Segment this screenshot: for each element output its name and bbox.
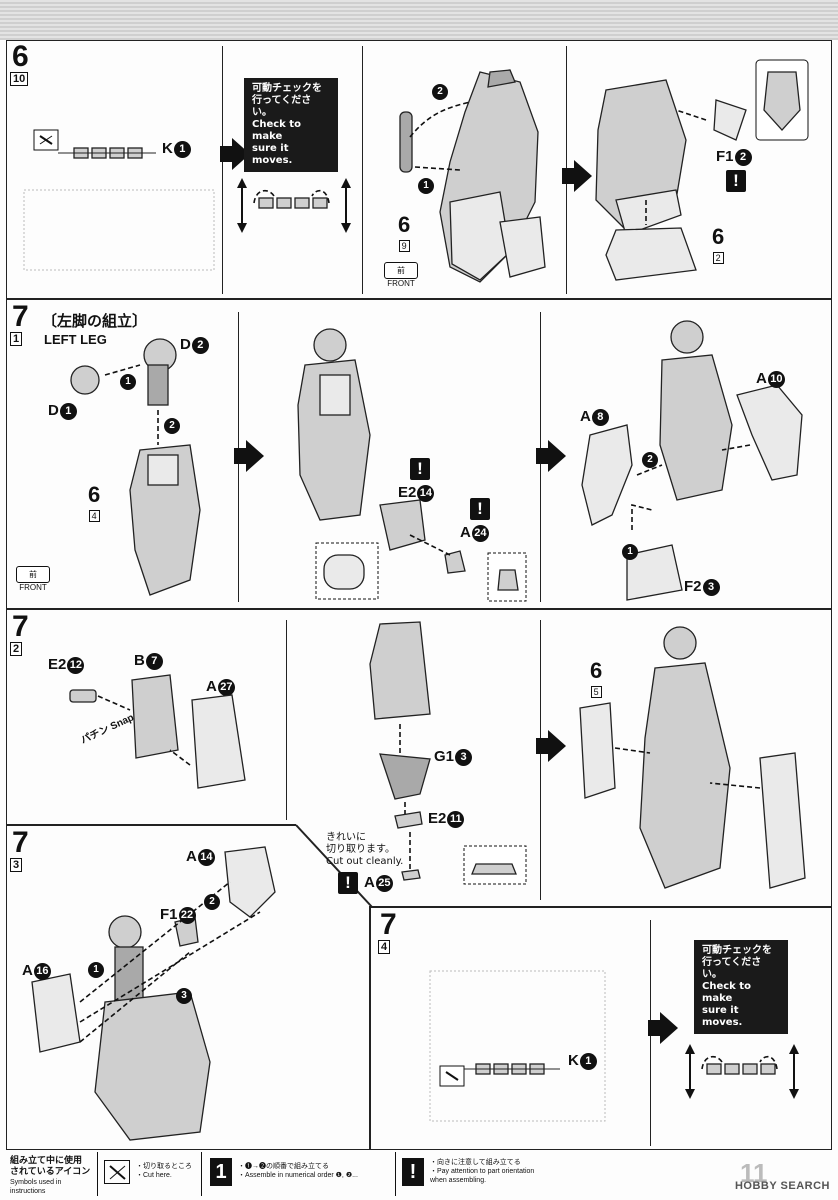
- move-check-callout: 可動チェックを 行ってください。 Check to make sure it m…: [694, 940, 788, 1034]
- attention-icon: !: [470, 498, 490, 520]
- step-arrow: [562, 160, 592, 192]
- page-number: 11: [740, 1158, 768, 1188]
- legend-attention: ! ・向きに注意して組み立てる ・Pay attention to part o…: [396, 1152, 576, 1196]
- step-arrow: [234, 440, 264, 472]
- step-sub-number: 1: [10, 332, 23, 346]
- divider: [370, 906, 832, 908]
- ankle-armor-diagram: [369, 621, 527, 885]
- step-arrow: [536, 730, 566, 762]
- order-2: 2: [432, 84, 448, 100]
- ref-step-6-5: 6 5: [590, 658, 603, 698]
- watermark: HOBBY SEARCH: [734, 1180, 830, 1192]
- leg-side-armor-diagram: [581, 320, 803, 601]
- order-2: 2: [204, 894, 220, 910]
- order-1: 1: [88, 962, 104, 978]
- front-indicator: 前 FRONT: [384, 262, 418, 288]
- runner-k-diagram: [429, 970, 606, 1122]
- lower-leg-assembly: [579, 626, 806, 889]
- divider: [6, 824, 296, 826]
- shin-armor-assembly: [31, 846, 276, 1141]
- step-number: 7: [380, 908, 397, 941]
- step-number: 7: [12, 300, 29, 333]
- icon-legend-footer: 組み立て中に使用 されているアイコン Symbols used in instr…: [6, 1152, 832, 1196]
- move-check-callout: 可動チェックを 行ってください。 Check to make sure it m…: [244, 78, 338, 172]
- ref-step-6-2: 6 2: [712, 224, 725, 264]
- step-sub-number: 3: [10, 858, 23, 872]
- step-sub-number: 10: [10, 72, 29, 86]
- page-frame: [6, 40, 832, 1150]
- step-number: 6: [12, 40, 29, 73]
- leg-upper-joint-diagram: [70, 338, 201, 596]
- panel-divider: [222, 46, 223, 294]
- order-2: 2: [642, 452, 658, 468]
- runner-k-diagram: [23, 129, 215, 271]
- step-number: 7: [12, 610, 29, 643]
- leg-assembly-a: [399, 69, 546, 283]
- attention-icon: !: [410, 458, 430, 480]
- step-arrow: [536, 440, 566, 472]
- legend-cut: ・切り取るところ ・Cut here.: [98, 1152, 202, 1196]
- leg-armor-diagram: [297, 328, 527, 602]
- panel-divider: [362, 46, 363, 294]
- step-arrow: [648, 1012, 678, 1044]
- legend-title: 組み立て中に使用 されているアイコン Symbols used in instr…: [6, 1152, 98, 1196]
- ref-step-6-4: 6 4: [88, 482, 101, 522]
- attention-icon: !: [338, 872, 358, 894]
- attention-icon: !: [402, 1158, 424, 1186]
- scissors-icon: [104, 1160, 130, 1184]
- cut-cleanly-note: きれいに 切り取ります。 Cut out cleanly.: [326, 832, 404, 867]
- panel-divider: [286, 620, 287, 820]
- step-title-en: LEFT LEG: [44, 332, 107, 347]
- joint-flex-diagram: [237, 178, 351, 233]
- legend-order: 1 ・❶→❷の順番で組み立てる ・Assemble in numerical o…: [202, 1152, 396, 1196]
- step-title-jp: 〔左脚の組立〕: [42, 312, 148, 330]
- ref-step-6-9: 6 9: [398, 212, 411, 252]
- order-1: 1: [418, 178, 434, 194]
- order-2: 2: [164, 418, 180, 434]
- divider: [6, 608, 832, 610]
- order-1: 1: [120, 374, 136, 390]
- step-number: 7: [12, 826, 29, 859]
- divider: [6, 298, 832, 300]
- attention-icon: !: [726, 170, 746, 192]
- front-indicator: 前 FRONT: [16, 566, 50, 592]
- order-icon: 1: [210, 1158, 232, 1186]
- knee-armor-diagram: [69, 674, 246, 789]
- step-sub-number: 4: [378, 940, 391, 954]
- step-sub-number: 2: [10, 642, 23, 656]
- order-1: 1: [622, 544, 638, 560]
- order-3: 3: [176, 988, 192, 1004]
- top-scan-band: [0, 0, 838, 40]
- joint-flex-diagram: [685, 1044, 799, 1099]
- panel-divider: [540, 620, 541, 900]
- leg-assembly-b: [595, 59, 809, 281]
